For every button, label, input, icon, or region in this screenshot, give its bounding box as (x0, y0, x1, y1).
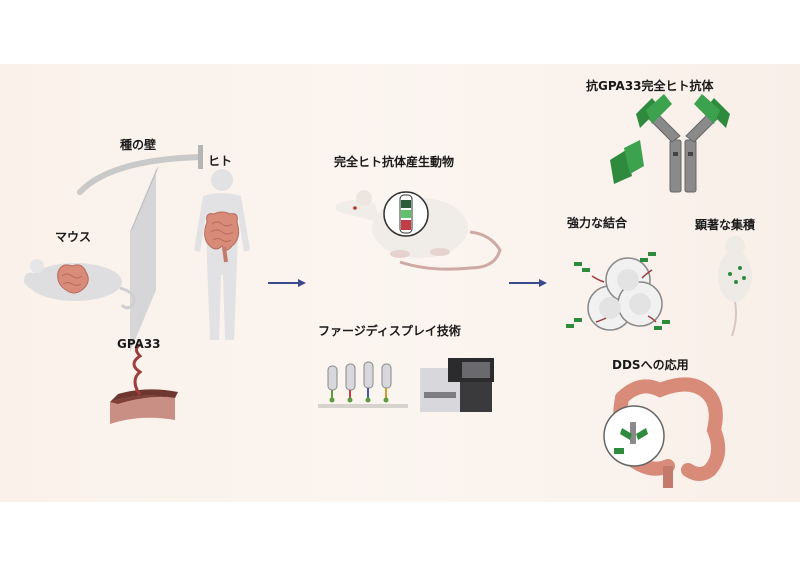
phage-icon (318, 361, 408, 408)
antibody-icon (636, 94, 730, 193)
accumulation-label: 顕著な集積 (695, 218, 756, 232)
gpa33-label: GPA33 (117, 337, 161, 351)
species-barrier-label: 種の壁 (120, 138, 157, 152)
antibody-title-label: 抗GPA33完全ヒト抗体 (586, 79, 714, 93)
mouse-topview-icon (718, 236, 752, 337)
phage-display-label: ファージディスプレイ技術 (318, 324, 461, 338)
inhibit-arrow-icon (77, 145, 203, 195)
colon-icon (603, 377, 726, 488)
sequencer-icon (420, 358, 494, 412)
fab-icon (610, 140, 644, 184)
rat-icon (335, 190, 502, 271)
barrier-wall-icon (130, 166, 159, 352)
human-label: ヒト (208, 154, 233, 168)
dds-label: DDSへの応用 (612, 358, 689, 372)
humanized-animal-label: 完全ヒト抗体産生動物 (334, 155, 455, 169)
mouse-icon (24, 259, 136, 310)
human-silhouette-icon (194, 169, 250, 340)
tissue-icon (110, 342, 178, 424)
arrow-icon (268, 279, 547, 287)
mouse-label: マウス (55, 230, 92, 244)
cell-cluster-icon (566, 252, 670, 331)
strong-binding-label: 強力な結合 (567, 216, 628, 230)
